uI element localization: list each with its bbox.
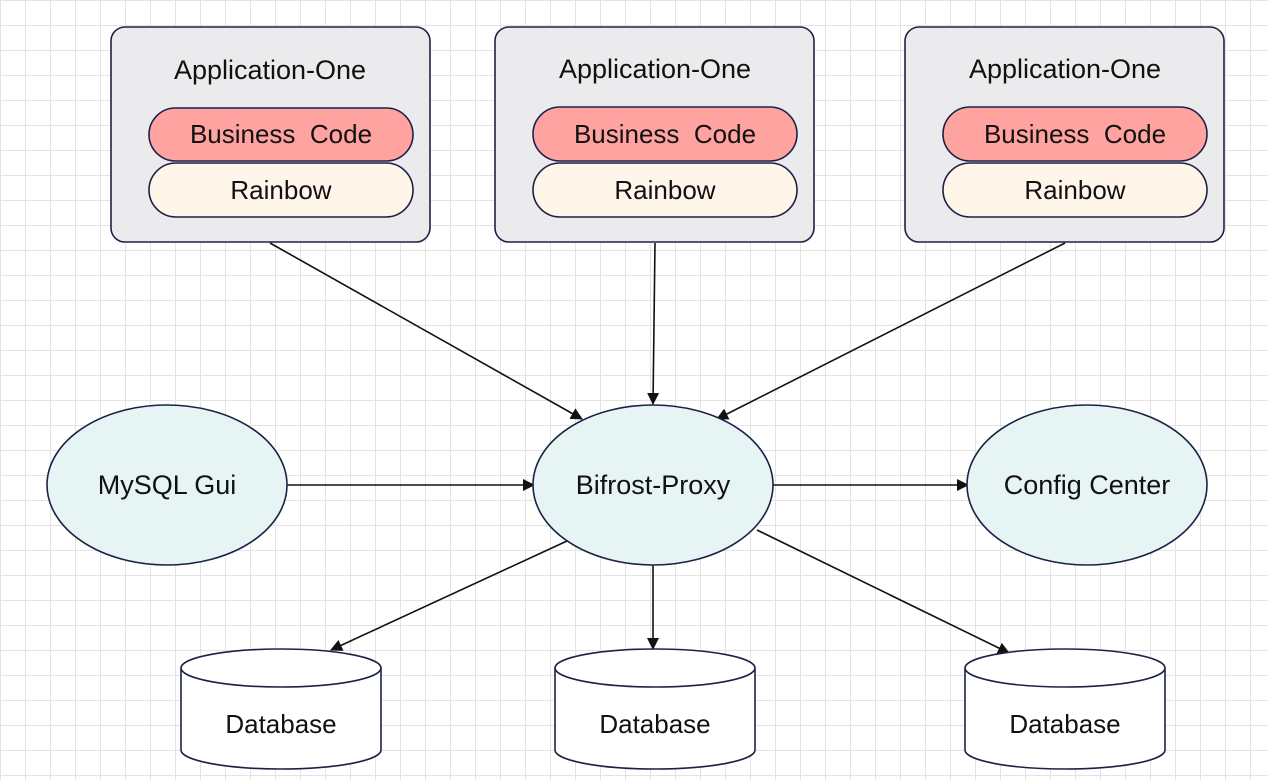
rainbow-block: [942, 162, 1208, 218]
edge-app3-to-proxy: [716, 242, 1066, 420]
database-top: [964, 648, 1166, 688]
edges: [269, 242, 1066, 654]
business-code-block: [942, 106, 1208, 162]
database-cylinder: Database: [554, 648, 756, 770]
business-code-label: Business Code: [984, 119, 1166, 149]
bifrost-proxy-ellipse: [532, 404, 774, 566]
database-top: [554, 648, 756, 688]
database-body: [180, 668, 382, 770]
business-code-block: [532, 106, 798, 162]
rainbow-label: Rainbow: [614, 175, 715, 205]
edge-proxy-to-db3: [756, 529, 1010, 654]
bifrost-proxy-label: Bifrost-Proxy: [576, 470, 731, 500]
application-box: Application-One Business Code Rainbow: [494, 26, 815, 243]
mysql-gui-node: MySQL Gui: [46, 404, 288, 566]
config-center-label: Config Center: [1004, 470, 1171, 500]
rainbow-label: Rainbow: [1024, 175, 1125, 205]
bifrost-proxy-node: Bifrost-Proxy: [532, 404, 774, 566]
application-title: Application-One: [559, 54, 751, 84]
mysql-gui-ellipse: [46, 404, 288, 566]
business-code-label: Business Code: [190, 119, 372, 149]
business-code-label: Business Code: [574, 119, 756, 149]
database-label: Database: [225, 709, 336, 739]
rainbow-block: [148, 162, 414, 218]
config-center-ellipse: [966, 404, 1208, 566]
database-body: [554, 668, 756, 770]
mysql-gui-label: MySQL Gui: [98, 470, 237, 500]
rainbow-label: Rainbow: [230, 175, 331, 205]
edge-app2-to-proxy: [647, 242, 660, 405]
database-cylinder: Database: [964, 648, 1166, 770]
config-center-node: Config Center: [966, 404, 1208, 566]
application-box: Application-One Business Code Rainbow: [904, 26, 1225, 243]
business-code-block: [148, 107, 414, 162]
rainbow-block: [532, 162, 798, 218]
edge-proxy-to-db1: [330, 540, 568, 651]
database-body: [964, 668, 1166, 770]
database-label: Database: [1009, 709, 1120, 739]
database-label: Database: [599, 709, 710, 739]
application-title: Application-One: [174, 55, 366, 85]
application-box: Application-One Business Code Rainbow: [110, 26, 431, 243]
database-top: [180, 648, 382, 688]
application-title: Application-One: [969, 54, 1161, 84]
database-cylinder: Database: [180, 648, 382, 770]
edge-app1-to-proxy: [269, 242, 583, 420]
